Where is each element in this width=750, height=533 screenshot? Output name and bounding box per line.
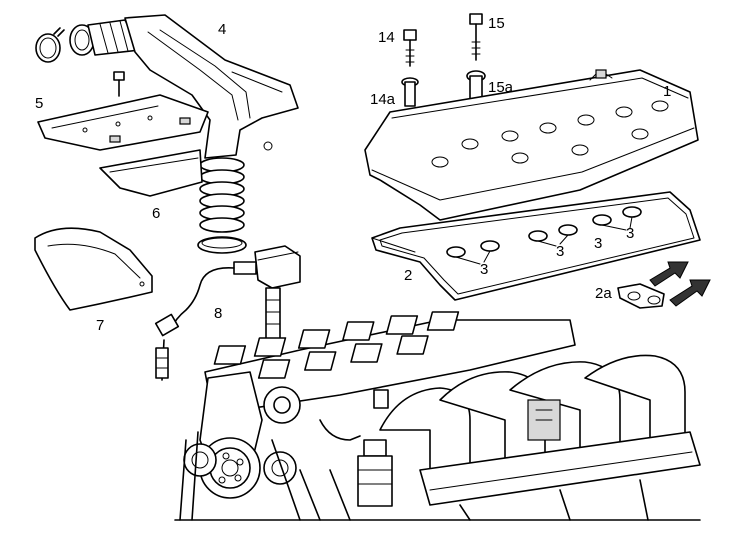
- label-3-c: 3: [594, 235, 602, 252]
- label-2a: 2a: [595, 285, 612, 302]
- part-4-air-intake-duct: [35, 14, 299, 254]
- arrow-icon: [669, 279, 711, 307]
- engine-block-assembly: [174, 311, 701, 521]
- label-8: 8: [214, 305, 222, 322]
- part-2-valve-cover-gasket: [371, 191, 701, 301]
- callout-labels: 1 2 2a 3 3 3 3 4 5 6 7 8 14 14a 15 15a: [35, 15, 671, 334]
- intake-manifold: [379, 354, 701, 506]
- label-4: 4: [218, 21, 226, 38]
- part-5-cover-plate: [37, 94, 209, 151]
- part-1-valve-cover: [364, 69, 699, 221]
- label-15a: 15a: [488, 79, 514, 96]
- part-7-side-cover: [34, 227, 153, 311]
- part-3-seals: [446, 206, 642, 265]
- callout-leaders: [371, 237, 416, 253]
- part-6-lower-cover: [99, 149, 203, 197]
- label-14: 14: [378, 29, 395, 46]
- part-8-ignition-coil: [154, 245, 301, 381]
- arrow-icon: [649, 261, 689, 287]
- label-3-a: 3: [480, 261, 488, 278]
- bolts-14-15: [401, 13, 486, 107]
- bolt-14a: [401, 77, 419, 107]
- label-6: 6: [152, 205, 160, 222]
- camshaft-bearing-caps: [213, 311, 460, 379]
- bolt-14: [403, 29, 417, 67]
- label-3-b: 3: [556, 243, 564, 260]
- label-5: 5: [35, 95, 43, 112]
- label-2: 2: [404, 267, 412, 284]
- part-2a-small-gasket: [617, 261, 711, 309]
- bolt-15: [469, 13, 483, 61]
- label-1: 1: [663, 83, 671, 100]
- label-3-d: 3: [626, 225, 634, 242]
- label-15: 15: [488, 15, 505, 32]
- label-7: 7: [96, 317, 104, 334]
- bellows-hose: [199, 157, 245, 233]
- valve-cover-bolt-holes: [431, 100, 669, 168]
- label-14a: 14a: [370, 91, 396, 108]
